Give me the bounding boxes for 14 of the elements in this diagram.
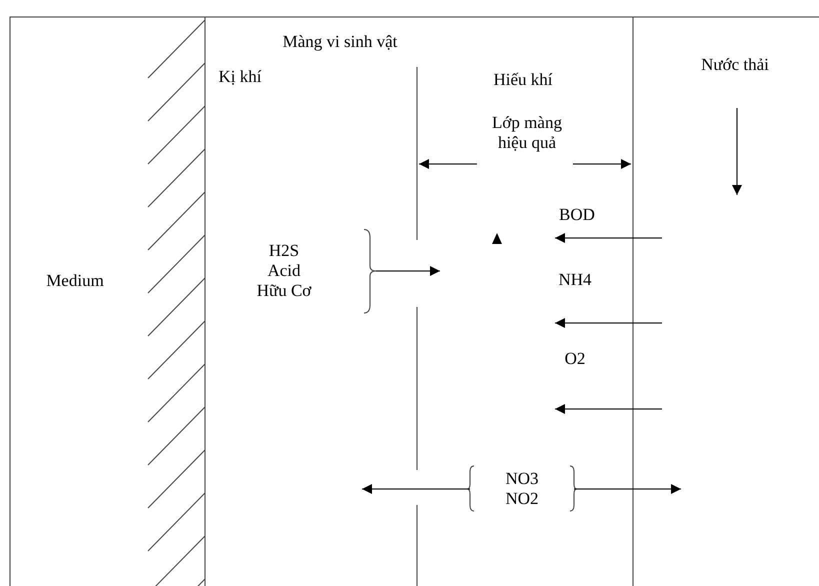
zone-label: Medium <box>45 271 105 291</box>
substance-label: BOD <box>558 205 596 225</box>
chemical-label: NO3 NO2 <box>470 469 574 509</box>
zone-label: Màng vi sinh vật <box>282 32 398 52</box>
arrow <box>362 484 470 494</box>
arrow <box>376 266 440 276</box>
zone-label: Nước thải <box>700 55 770 75</box>
chemical-label: H2S Acid Hữu Cơ <box>240 229 376 314</box>
substance-label: NH4 <box>557 270 593 290</box>
zone-label: Kị khí <box>218 67 262 87</box>
substance-label: O2 <box>564 349 586 369</box>
dimension-label: Lớp màng hiệu quả <box>491 113 563 153</box>
zone-label: Hiếu khí <box>492 70 554 90</box>
arrow <box>574 484 682 494</box>
